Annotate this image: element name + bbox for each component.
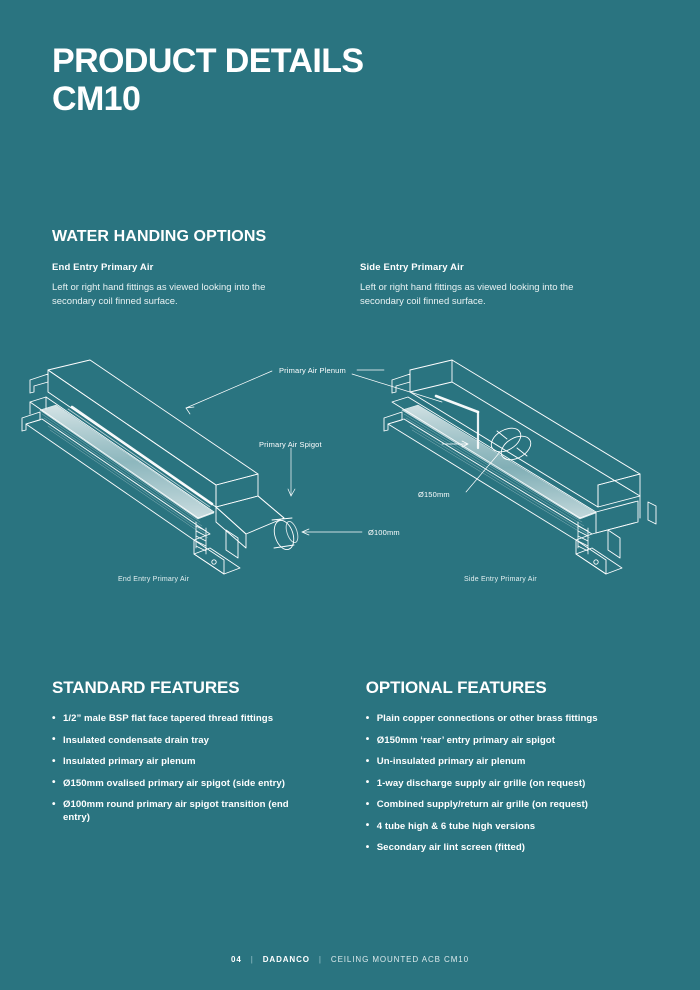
footer-page-number: 04 [231, 955, 242, 964]
leader-diameter-100mm [301, 528, 363, 536]
plenum-front-face [47, 369, 217, 508]
plenum-end-face [215, 473, 259, 508]
label-primary-air-plenum: Primary Air Plenum [279, 366, 346, 375]
transition-top [215, 495, 285, 535]
list-item: 1-way discharge supply air grille (on re… [366, 776, 652, 790]
page-title: PRODUCT DETAILS [52, 42, 364, 80]
standard-features-column: STANDARD FEATURES 1/2” male BSP flat fac… [52, 678, 308, 863]
water-handing-section: WATER HANDING OPTIONS End Entry Primary … [52, 228, 652, 309]
casing-left-edge [29, 396, 47, 415]
footer-separator-1: | [250, 955, 254, 964]
transition-side [215, 506, 247, 549]
coil-connection-header [195, 521, 207, 555]
spigot-barrel [271, 517, 295, 549]
leader-diameter-150mm [465, 451, 501, 493]
transition-edge [257, 495, 285, 519]
coil-connection-header-r [577, 521, 589, 555]
list-item: Secondary air lint screen (fitted) [366, 841, 652, 854]
list-item: Ø100mm round primary air spigot transiti… [52, 798, 308, 824]
list-item: Insulated primary air plenum [52, 755, 308, 768]
end-entry-body: Left or right hand fittings as viewed lo… [52, 282, 266, 307]
list-item: Combined supply/return air grille (on re… [366, 798, 652, 811]
end-bracket-r [647, 501, 657, 525]
caption-side-entry-primary-air: Side Entry Primary Air [464, 576, 537, 583]
footer-separator-2: | [318, 955, 322, 964]
list-item: Ø150mm ovalised primary air spigot (side… [52, 776, 308, 790]
drain-tray-base-r [575, 547, 623, 575]
side-entry-subtitle: Side Entry Primary Air [360, 262, 464, 273]
plenum-left-flange-r [391, 373, 411, 394]
drain-outlet-r [593, 559, 599, 565]
end-entry-subtitle: End Entry Primary Air [52, 262, 154, 273]
casing-left-flange [21, 411, 41, 432]
coil-finned-surface-r [401, 404, 597, 520]
casing-end-bottom-r [591, 522, 635, 535]
casing-bottom-rail-r [387, 418, 593, 541]
coil-finned-surface [39, 404, 215, 520]
standard-features-list: 1/2” male BSP flat face tapered thread f… [52, 712, 308, 824]
list-item: 1/2” male BSP flat face tapered thread f… [52, 712, 308, 725]
label-diameter-100mm: Ø100mm [368, 528, 400, 537]
list-item: Ø150mm ‘rear’ entry primary air spigot [366, 733, 652, 747]
coil-header-tube [70, 405, 214, 506]
list-item: Insulated condensate drain tray [52, 733, 308, 747]
page-subtitle-model: CM10 [52, 80, 141, 118]
support-bracket [225, 529, 239, 559]
casing-left-flange-r [383, 411, 403, 432]
optional-features-column: OPTIONAL FEATURES Plain copper connectio… [366, 678, 652, 863]
side-entry-body: Left or right hand fittings as viewed lo… [360, 282, 574, 307]
diagram-area: Primary Air Plenum Primary Air Spigot Ø1… [0, 352, 700, 602]
caption-end-entry-primary-air: End Entry Primary Air [118, 576, 190, 583]
round-spigot-face [273, 520, 295, 550]
coil-fin-lines-r [403, 413, 591, 539]
airflow-arrow-r [441, 440, 469, 448]
footer-brand: DADANCO [262, 955, 310, 964]
round-spigot-inner [285, 520, 299, 544]
optional-features-heading: OPTIONAL FEATURES [365, 678, 547, 697]
page-header: PRODUCT DETAILS CM10 [52, 42, 652, 118]
leader-primary-air-plenum [185, 369, 385, 415]
leader-into-plenum-r [351, 373, 443, 403]
label-primary-air-spigot: Primary Air Spigot [259, 440, 322, 449]
left-diagram-end-entry [21, 359, 385, 575]
plenum-left-flange [29, 373, 49, 394]
oval-side-entry-spigot [490, 427, 532, 461]
water-handing-column-side-entry: Side Entry Primary Air Left or right han… [360, 262, 610, 309]
drain-outlet [211, 559, 217, 565]
water-handing-column-end-entry: End Entry Primary Air Left or right hand… [52, 262, 302, 309]
leader-primary-air-spigot [287, 447, 296, 497]
optional-features-list: Plain copper connections or other brass … [366, 712, 652, 854]
support-bracket-r [607, 529, 621, 559]
page-footer: 04 | DADANCO | CEILING MOUNTED ACB CM10 [0, 955, 700, 964]
list-item: Plain copper connections or other brass … [366, 712, 652, 725]
coil-fin-lines [41, 413, 209, 539]
water-handing-heading: WATER HANDING OPTIONS [52, 228, 267, 245]
list-item: 4 tube high & 6 tube high versions [366, 819, 652, 833]
list-item: Un-insulated primary air plenum [366, 755, 652, 768]
drain-tray-base [193, 547, 241, 575]
features-section: STANDARD FEATURES 1/2” male BSP flat fac… [52, 678, 652, 863]
coil-header-tube-r [434, 394, 480, 414]
plenum-inner-edge-r [451, 381, 641, 497]
casing-bottom-rail [25, 418, 211, 541]
water-handing-columns: End Entry Primary Air Left or right hand… [52, 262, 652, 309]
standard-features-heading: STANDARD FEATURES [52, 678, 240, 697]
right-diagram-side-entry [351, 359, 657, 575]
footer-document-title: CEILING MOUNTED ACB CM10 [330, 955, 469, 964]
product-isometric-diagrams: Primary Air Plenum Primary Air Spigot Ø1… [21, 359, 657, 583]
casing-end-face-r [595, 500, 639, 534]
plenum-front-face-r [409, 369, 599, 508]
label-diameter-150mm: Ø150mm [418, 490, 450, 499]
